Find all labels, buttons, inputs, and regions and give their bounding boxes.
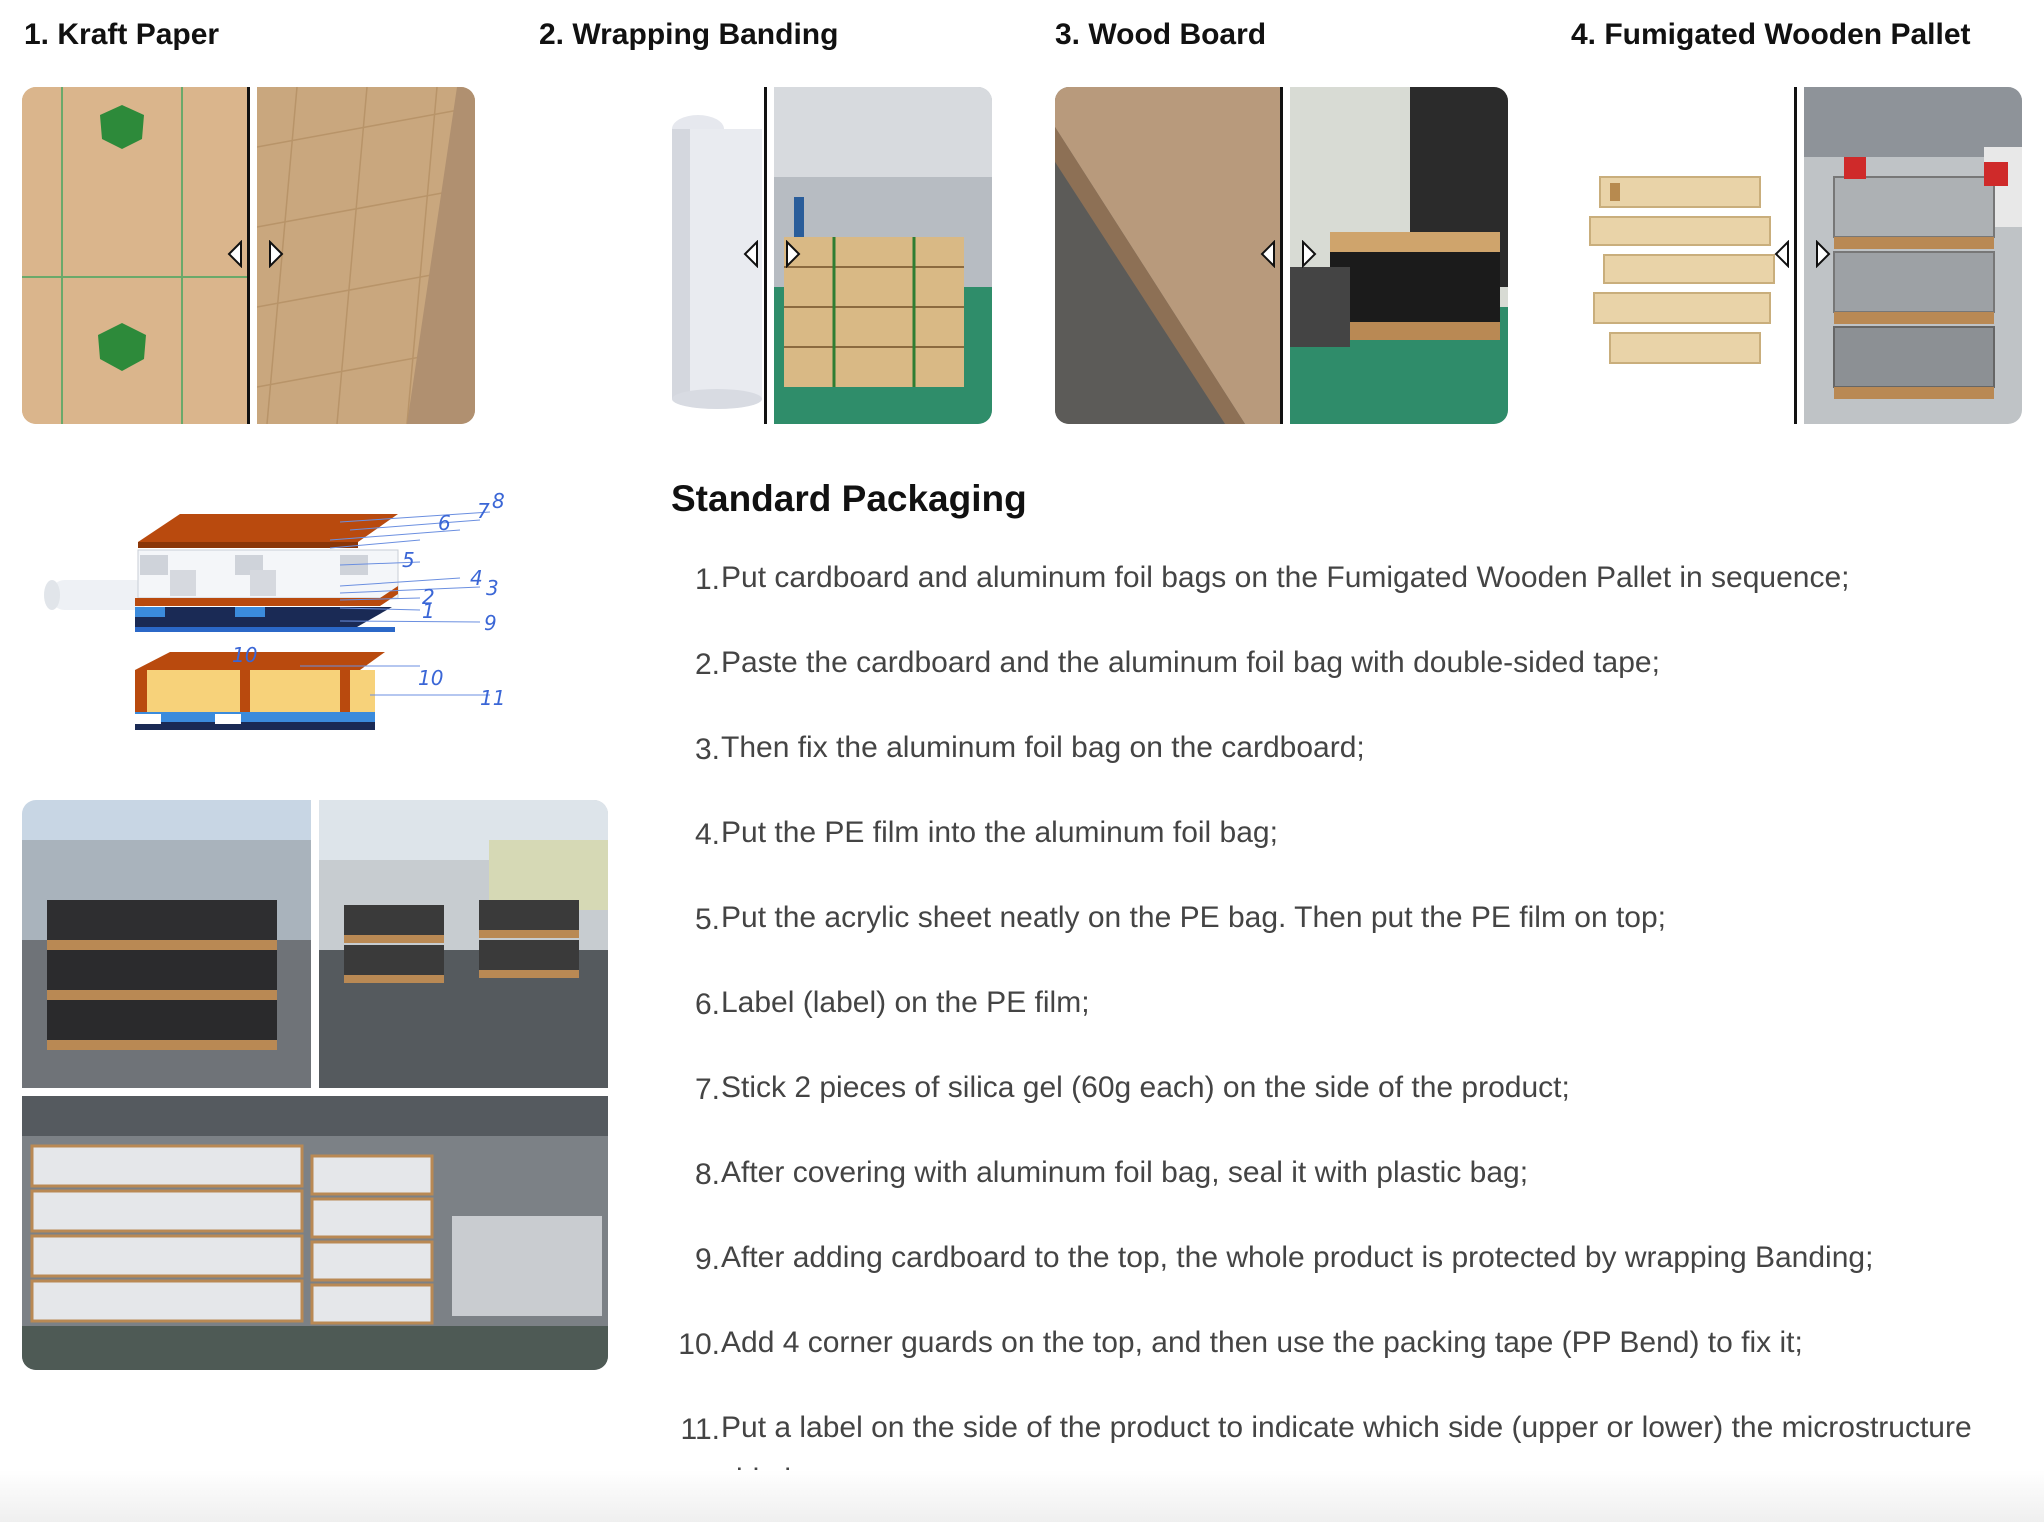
step-number: 7. [694, 1073, 720, 1106]
list-item: 1.Put cardboard and aluminum foil bags o… [0, 555, 2044, 640]
step-text: Put cardboard and aluminum foil bags on … [721, 561, 1850, 594]
step-number: 4. [694, 818, 720, 851]
step-text: Put the PE film into the aluminum foil b… [721, 816, 1278, 849]
chevron-right-icon[interactable] [784, 240, 802, 268]
list-item: 7.Stick 2 pieces of silica gel (60g each… [0, 1065, 2044, 1150]
kraft-paper-photo-right [257, 87, 475, 424]
diagram-label: 8 [492, 490, 505, 513]
diagram-label: 7 [477, 499, 490, 523]
wood-board-photo-left [1055, 87, 1280, 424]
diagram-label: 2 [422, 585, 435, 609]
step-number: 1. [694, 563, 720, 596]
list-item: 8.After covering with aluminum foil bag,… [0, 1150, 2044, 1235]
step-text: Label (label) on the PE film; [721, 986, 1090, 1019]
image-compare-slider[interactable] [22, 87, 475, 424]
step-number: 8. [694, 1158, 720, 1191]
packaging-layers-diagram: 8 7 6 5 4 3 2 1 9 10 10 11 [44, 490, 505, 730]
step-number: 2. [694, 648, 720, 681]
step-text: After adding cardboard to the top, the w… [721, 1241, 1874, 1274]
list-item: 9.After adding cardboard to the top, the… [0, 1235, 2044, 1320]
page-bottom-fade [0, 1470, 2044, 1522]
step-text: Put the acrylic sheet neatly on the PE b… [721, 901, 1667, 934]
step-text: Paste the cardboard and the aluminum foi… [721, 646, 1660, 679]
chevron-left-icon[interactable] [742, 240, 760, 268]
diagram-label: 10 [232, 643, 257, 667]
chevron-left-icon[interactable] [1773, 240, 1791, 268]
step-number: 10. [678, 1328, 720, 1361]
slider-divider[interactable] [247, 87, 250, 424]
chevron-right-icon[interactable] [267, 240, 285, 268]
outdoor-pallets-photo [22, 800, 311, 1088]
list-item: 4.Put the PE film into the aluminum foil… [0, 810, 2044, 895]
slider-divider[interactable] [1794, 87, 1797, 424]
list-item: 2.Paste the cardboard and the aluminum f… [0, 640, 2044, 725]
category-title: 2. Wrapping Banding [539, 18, 839, 51]
step-number: 9. [694, 1243, 720, 1276]
pallet-warehouse-photo [1804, 87, 2022, 424]
slider-divider[interactable] [1280, 87, 1283, 424]
step-number: 5. [694, 903, 720, 936]
chevron-right-icon[interactable] [1814, 240, 1832, 268]
step-text: Then fix the aluminum foil bag on the ca… [721, 731, 1365, 764]
image-compare-slider[interactable] [1055, 87, 1508, 424]
step-number: 11. [680, 1413, 720, 1446]
step-text: Stick 2 pieces of silica gel (60g each) … [721, 1071, 1570, 1104]
slider-divider[interactable] [764, 87, 767, 424]
diagram-label: 3 [486, 576, 499, 600]
diagram-label: 11 [480, 686, 505, 710]
diagram-label: 9 [484, 611, 497, 635]
image-compare-slider[interactable] [668, 87, 992, 424]
section-title: Standard Packaging [671, 478, 1027, 519]
diagram-label: 6 [438, 511, 451, 535]
category-title: 4. Fumigated Wooden Pallet [1571, 18, 1971, 51]
diagram-label: 1 [422, 599, 435, 623]
step-text: Add 4 corner guards on the top, and then… [721, 1326, 1803, 1359]
step-number: 6. [694, 988, 720, 1021]
chevron-left-icon[interactable] [226, 240, 244, 268]
wood-board-photo-right [1290, 87, 1508, 424]
image-compare-slider[interactable] [1580, 87, 2022, 424]
list-item: 5.Put the acrylic sheet neatly on the PE… [0, 895, 2044, 980]
list-item: 3.Then fix the aluminum foil bag on the … [0, 725, 2044, 810]
list-item: 10.Add 4 corner guards on the top, and t… [0, 1320, 2044, 1405]
warehouse-stacks-photo [22, 1096, 608, 1370]
diagram-label: 5 [402, 548, 415, 572]
chevron-right-icon[interactable] [1300, 240, 1318, 268]
packaging-steps-list: 1.Put cardboard and aluminum foil bags o… [0, 555, 2044, 1496]
category-title: 3. Wood Board [1055, 18, 1267, 51]
warehouse-banding-photo [774, 87, 992, 424]
yard-pallets-photo [319, 800, 608, 1088]
step-text: After covering with aluminum foil bag, s… [721, 1156, 1529, 1189]
diagram-label: 10 [418, 666, 443, 690]
pallet-stack-photo [1580, 87, 1794, 424]
kraft-paper-photo-left [22, 87, 247, 424]
chevron-left-icon[interactable] [1259, 240, 1277, 268]
step-number: 3. [694, 733, 720, 766]
category-title: 1. Kraft Paper [24, 18, 220, 51]
diagram-label: 4 [470, 566, 483, 590]
list-item: 6.Label (label) on the PE film; [0, 980, 2044, 1065]
